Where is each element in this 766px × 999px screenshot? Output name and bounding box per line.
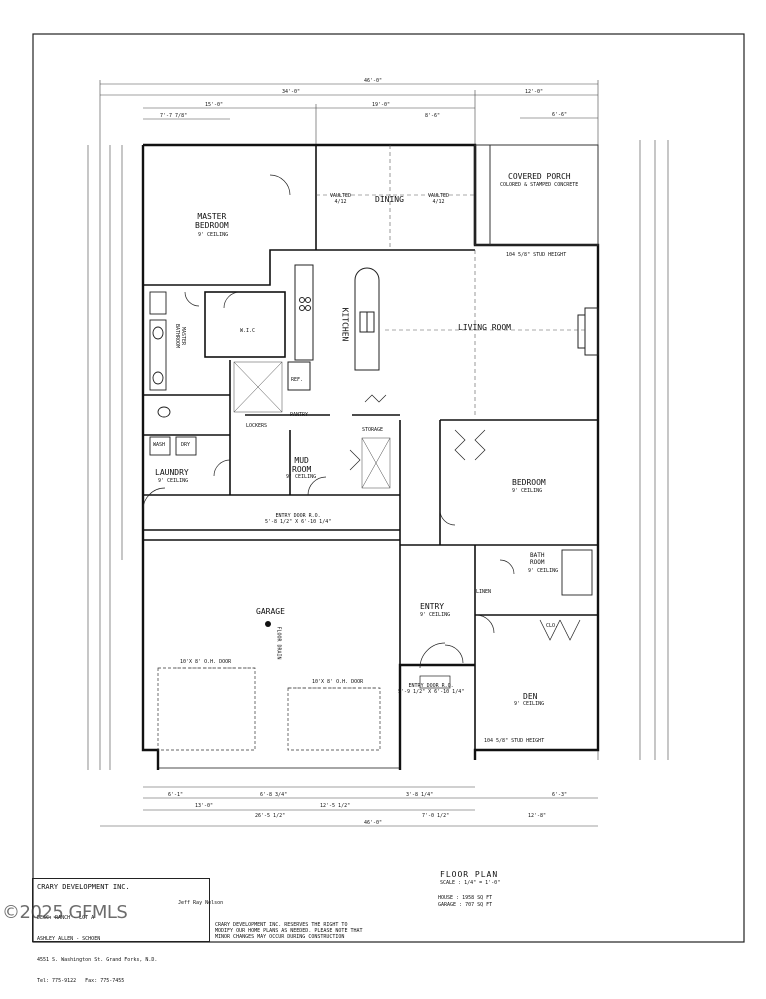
title-block-drawn-by: Jeff Ray Nelson [178,900,224,906]
area-garage: GARAGE : 707 SQ FT [438,902,493,908]
floor-plan-drawing [32,33,745,943]
label-wash: WASH [153,442,166,448]
entry-ceiling: 9' CEILING [420,612,451,618]
label-vaulted-left: VAULTED 4/12 [330,193,352,205]
dim-overall-width-bottom: 46'-0" [364,820,383,826]
room-master-bath: MASTER BATHROOM [174,323,187,349]
title-block-line-2: ASHLEY ALLEN - SCHOEN [37,936,101,942]
garage-doors [157,667,381,751]
floor-plan-area: HOUSE : 1958 SQ FT GARAGE : 707 SQ FT [438,895,492,909]
dim-bottom-4: 12'-5 1/2" [320,803,351,809]
label-dry: DRY [181,442,191,448]
room-mud-room: MUD ROOM [292,456,312,474]
dim-bottom-5: 26'-5 1/2" [255,813,286,819]
label-ref: REF. [291,377,304,383]
title-block-line-4: Tel: 775-9122 Fax: 775-7455 [37,978,125,984]
room-dining: DINING [375,195,404,204]
room-entry: ENTRY [420,602,445,611]
label-pantry: PANTRY [290,412,309,418]
label-floor-drain: FLOOR DRAIN [275,626,282,660]
door-swings [142,174,581,669]
room-living: LIVING ROOM [458,323,511,332]
dim-left-sub: 7'-7 7/8" [160,113,188,119]
label-vaulted-right: VAULTED 4/12 [428,193,450,205]
master-bedroom-ceiling: 9' CEILING [198,232,229,238]
exterior-walls [141,143,600,770]
dim-bottom-8: 6'-3" [552,792,568,798]
floor-plan-title: FLOOR PLAN [440,870,499,879]
label-entry-door-front: ENTRY DOOR R.O. 5'-9 1/2" X 6'-10 1/4" [398,683,465,695]
dim-overall-width-top: 46'-0" [364,78,383,84]
room-laundry: LAUNDRY [155,468,189,477]
mls-watermark: ©2025 GFMLS [2,902,128,923]
dim-bottom-7: 7'-0 1/2" [422,813,450,819]
bottom-dimension-lines [100,786,598,827]
dim-bottom-1: 6'-1" [168,792,184,798]
dim-bottom-6: 3'-8 1/4" [406,792,434,798]
label-stud-height-living: 104 5/8" STUD HEIGHT [506,252,567,258]
floor-drain-marker [265,621,271,627]
room-bathroom: BATH ROOM [530,552,545,566]
disclaimer-text: CRARY DEVELOPMENT INC. RESERVES THE RIGH… [215,922,363,940]
dim-bottom-9: 12'-8" [528,813,547,819]
den-ceiling: 9' CEILING [514,701,545,707]
room-den: DEN [523,692,538,701]
room-master-bedroom: MASTER BEDROOM [195,212,229,230]
dim-left-section: 15'-0" [205,102,224,108]
room-covered-porch: COVERED PORCH [508,172,571,181]
kitchen-counter [287,264,314,391]
bedroom-ceiling: 9' CEILING [512,488,543,494]
side-dimension-lines [87,140,669,770]
sheet-border [32,33,745,943]
dim-bottom-2: 13'-0" [195,803,214,809]
floor-plan-scale: SCALE : 1/4" = 1'-0" [440,880,501,886]
dim-porch-sub: 6'-6" [552,112,568,118]
interior-walls [143,145,598,750]
kitchen-island [354,267,380,371]
label-garage-door-right: 10'X 8' O.H. DOOR [312,679,364,685]
vaulted-ceiling-lines [175,145,585,689]
fireplace [577,307,599,356]
label-entry-door-mud: ENTRY DOOR R.O. 5'-8 1/2" X 6'-10 1/4" [265,513,332,525]
dim-mid-sub: 8'-6" [425,113,441,119]
room-kitchen: KITCHEN [340,307,350,342]
label-closet: CLO. [546,623,559,629]
label-stud-height-den: 104 5/8" STUD HEIGHT [484,738,545,744]
dim-porch-width: 12'-0" [525,89,544,95]
laundry-ceiling: 9' CEILING [158,478,189,484]
bath-fixtures [149,291,593,596]
title-block-line-3: 4551 S. Washington St. Grand Forks, N.D. [37,957,158,963]
room-garage: GARAGE [256,607,285,616]
lockers-hatch [233,361,391,489]
front-step [419,675,451,689]
dim-middle-section: 19'-0" [372,102,391,108]
porch-note: COLORED & STAMPED CONCRETE [500,182,579,188]
title-block-company: CRARY DEVELOPMENT INC. [37,883,130,891]
bathroom-ceiling: 9' CEILING [528,568,559,574]
title-block-line-1: DESC: RANCH - LOT A [37,915,95,921]
room-bedroom: BEDROOM [512,478,546,487]
label-storage: STORAGE [362,427,384,433]
label-linen: LINEN [476,589,492,595]
dim-main-width: 34'-0" [282,89,301,95]
area-house: HOUSE : 1958 SQ FT [438,895,493,901]
label-lockers: LOCKERS [246,423,268,429]
mud-room-ceiling: 9' CEILING [286,474,317,480]
dim-bottom-3: 6'-8 3/4" [260,792,288,798]
room-wic: W.I.C [240,328,256,334]
porch-outline [474,144,599,246]
label-garage-door-left: 10'X 8' O.H. DOOR [180,659,232,665]
